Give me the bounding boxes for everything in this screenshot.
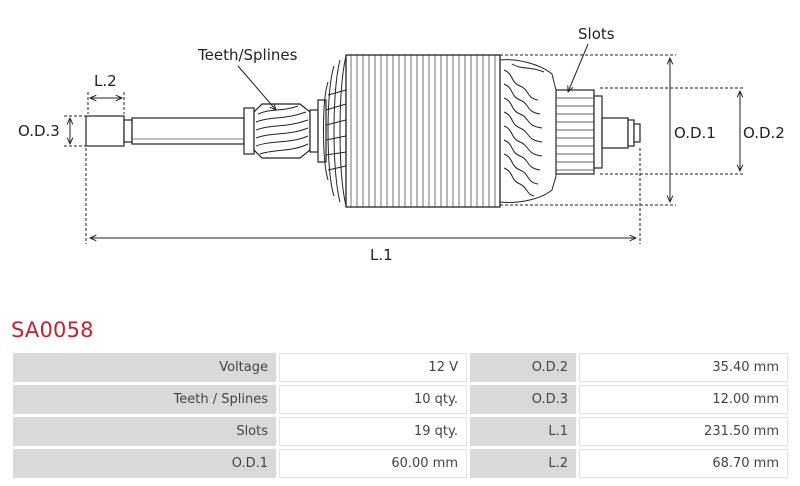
left-winding: [323, 55, 347, 207]
specs-row: Teeth / Splines 10 qty. O.D.3 12.00 mm: [13, 385, 788, 414]
shaft-collar: [123, 119, 133, 143]
spec-label: O.D.3: [470, 385, 576, 414]
spec-value: 19 qty.: [279, 417, 467, 446]
spec-value: 60.00 mm: [279, 449, 467, 478]
spec-label: L.1: [470, 417, 576, 446]
part-number-title: SA0058: [11, 318, 94, 342]
spec-value: 68.70 mm: [579, 449, 788, 478]
splines-body: [253, 103, 311, 159]
spec-label: Voltage: [13, 353, 276, 382]
label-l2: L.2: [94, 72, 117, 90]
label-slots: Slots: [578, 25, 615, 43]
spec-value: 35.40 mm: [579, 353, 788, 382]
spec-label: Slots: [13, 417, 276, 446]
label-od2: O.D.2: [743, 124, 785, 142]
shaft: [131, 117, 245, 145]
dimension-lines: [64, 54, 744, 244]
spec-label: O.D.1: [13, 449, 276, 478]
right-winding: [499, 59, 557, 203]
spec-label: Teeth / Splines: [13, 385, 276, 414]
specs-row: Voltage 12 V O.D.2 35.40 mm: [13, 353, 788, 382]
label-od3: O.D.3: [18, 122, 60, 140]
label-od1: O.D.1: [674, 124, 716, 142]
spec-value: 12.00 mm: [579, 385, 788, 414]
spec-value: 231.50 mm: [579, 417, 788, 446]
spec-label: O.D.2: [470, 353, 576, 382]
spec-value: 12 V: [279, 353, 467, 382]
specs-row: Slots 19 qty. L.1 231.50 mm: [13, 417, 788, 446]
specs-table: Voltage 12 V O.D.2 35.40 mm Teeth / Spli…: [10, 350, 791, 481]
armature-diagram: Teeth/Splines Slots L.2 O.D.3 L.1 O.D.1 …: [18, 25, 785, 264]
spec-label: L.2: [470, 449, 576, 478]
shaft-end-stub: [85, 115, 125, 147]
spec-value: 10 qty.: [279, 385, 467, 414]
commutator: [555, 89, 595, 175]
specs-row: O.D.1 60.00 mm L.2 68.70 mm: [13, 449, 788, 478]
label-l1: L.1: [370, 246, 393, 264]
label-teeth-splines: Teeth/Splines: [197, 46, 298, 64]
